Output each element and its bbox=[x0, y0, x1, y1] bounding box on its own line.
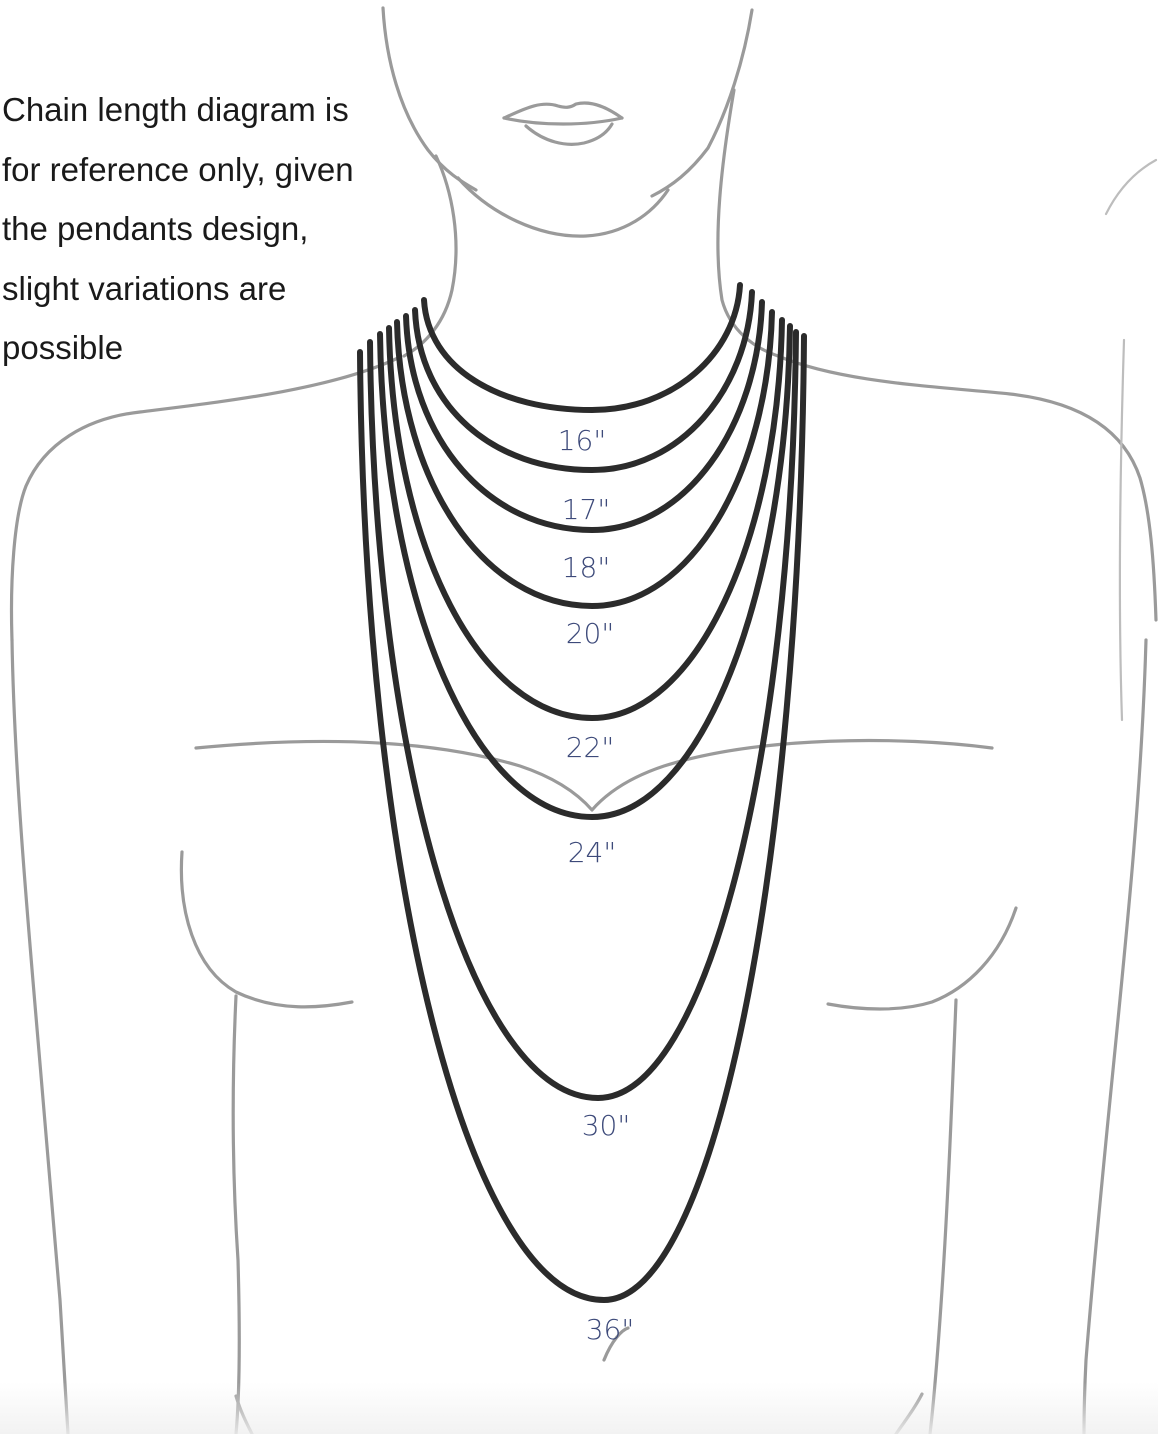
note-line: Chain length diagram is bbox=[2, 80, 422, 140]
chain-label-17: 17" bbox=[562, 493, 611, 526]
left-shoulder bbox=[12, 358, 398, 640]
chain-label-24: 24" bbox=[568, 836, 617, 869]
note-line: slight variations are bbox=[2, 259, 422, 319]
right-breast bbox=[828, 908, 1016, 1009]
right-arm-inner bbox=[930, 1000, 956, 1434]
chain-16 bbox=[424, 285, 740, 410]
left-arm-inner bbox=[233, 996, 239, 1434]
chain-label-22: 22" bbox=[566, 731, 615, 764]
lower-lip bbox=[526, 124, 612, 144]
arm-fold bbox=[1120, 340, 1124, 720]
right-arm-outer bbox=[1084, 640, 1146, 1434]
back-curve bbox=[1106, 160, 1156, 214]
right-shoulder bbox=[778, 356, 1156, 620]
jaw-line bbox=[458, 178, 668, 236]
chain-label-18: 18" bbox=[562, 551, 611, 584]
note-line: the pendants design, bbox=[2, 199, 422, 259]
left-arm-outer bbox=[12, 640, 68, 1434]
left-breast bbox=[181, 852, 352, 1007]
reference-note: Chain length diagram is for reference on… bbox=[2, 80, 422, 378]
lip-line bbox=[504, 118, 622, 124]
chain-label-36: 36" bbox=[586, 1313, 635, 1346]
upper-lip bbox=[504, 103, 622, 118]
bottom-fade bbox=[0, 1382, 1158, 1434]
face-right-edge bbox=[652, 10, 752, 196]
chain-label-20: 20" bbox=[566, 617, 615, 650]
chain-label-16: 16" bbox=[558, 424, 607, 457]
length-labels: 16" 17" 18" 20" 22" 24" 30" 36" bbox=[558, 424, 635, 1346]
note-line: possible bbox=[2, 318, 422, 378]
note-line: for reference only, given bbox=[2, 140, 422, 200]
chain-label-30: 30" bbox=[582, 1109, 631, 1142]
